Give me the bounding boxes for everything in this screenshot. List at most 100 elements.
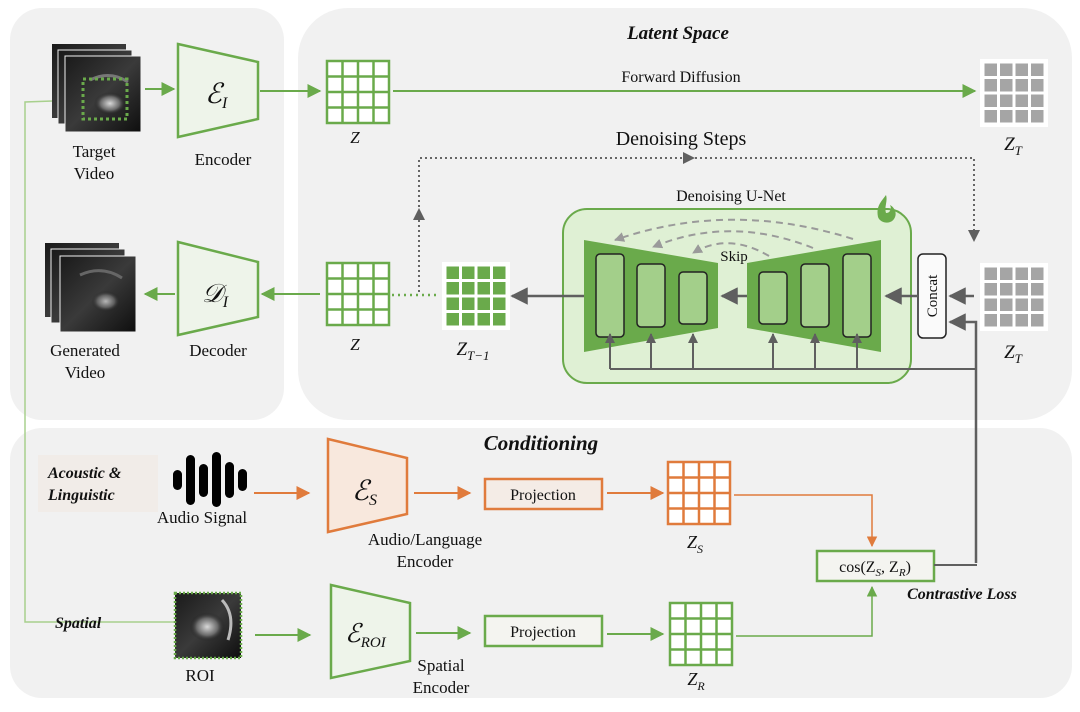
flame-icon [877,195,896,223]
skip-label: Skip [720,249,748,265]
grid-cell [1015,63,1028,76]
grid-cell [1015,94,1028,107]
spatial-latent-zr-label: ZR [687,669,705,693]
grid-cell [984,314,997,327]
target-video-label-2: Video [74,164,115,183]
grid-cell [462,282,475,295]
grid-cell [477,297,490,310]
audio-latent-zs-grid [666,460,732,526]
audio-waveform-icon [173,452,247,507]
spatial-projection-label: Projection [510,624,576,641]
grid-cell [1000,314,1013,327]
acoustic-linguistic-tag [38,455,158,512]
audio-projection-block [483,477,604,511]
spatial-projection-block [483,614,604,648]
latent-z-decoder-grid [325,261,391,327]
audio-encoder-block [326,437,409,534]
denoising-loop-arrowhead-mid [683,152,695,164]
grid-cell [1031,314,1044,327]
spatial-latent-zr-grid [668,601,734,667]
generated-video-thumbnail [45,243,137,333]
unet-block-dec-3 [678,271,708,325]
grid-cell [462,313,475,326]
grid-cell [1015,79,1028,92]
grid-cell [493,313,506,326]
grid-cell [1000,110,1013,123]
spatial-encoder-label-1: Spatial [417,656,464,675]
spatial-encoder-symbol: ℰROI [345,619,387,651]
skip-connection-inner [692,242,770,257]
skip-connection-middle [652,230,814,249]
grid-cell [1000,63,1013,76]
image-encoder-symbol: ℰI [205,79,228,112]
grid-cell [1015,314,1028,327]
denoised-latent-zt1-label: ZT−1 [456,339,489,363]
grid-cell [446,282,459,295]
grid-cell [984,63,997,76]
generated-video-label-2: Video [65,363,106,382]
contrastive-loss-label: Contrastive Loss [907,586,1017,603]
generated-video-label-1: Generated [50,341,120,360]
grid-cell [493,266,506,279]
grid-cell [1000,298,1013,311]
grid-cell [1015,110,1028,123]
audio-projection-label: Projection [510,487,576,504]
grid-cell [1000,94,1013,107]
noisy-latent-zt-label: ZT [1004,134,1023,158]
target-video-label-1: Target [73,142,116,161]
noisy-latent-zt-grid [980,59,1048,127]
grid-cell [477,266,490,279]
grid-cell [1031,283,1044,296]
roi-thumbnail [173,591,243,660]
acoustic-label-1: Acoustic & [47,465,122,482]
grid-cell [493,282,506,295]
noisy-latent-zt-input-label: ZT [1004,342,1023,366]
grid-cell [1031,298,1044,311]
unet-label: Denoising U-Net [676,188,786,205]
arrow-zr-to-cos [736,585,878,637]
noisy-latent-zt-input-grid [980,263,1048,331]
grid-cell [462,297,475,310]
image-encoder-block [176,42,260,139]
spatial-encoder-label-2: Encoder [413,678,470,697]
roi-label: ROI [185,666,215,685]
grid-cell [984,267,997,280]
grid-cell [493,297,506,310]
latent-space-title: Latent Space [626,23,729,44]
grid-cell [1015,283,1028,296]
latent-z-grid [325,59,391,125]
grid-cell [446,266,459,279]
grid-cell [446,297,459,310]
encoder-label: Encoder [195,150,252,169]
audio-latent-zs-label: ZS [687,532,703,556]
grid-cell [1015,267,1028,280]
audio-signal-label: Audio Signal [157,508,247,527]
unet-block-dec-1 [595,253,625,338]
denoising-loop-arrowhead-down [968,230,980,242]
grid-cell [1015,298,1028,311]
grid-cell [1031,110,1044,123]
grid-cell [1031,94,1044,107]
image-decoder-block [176,240,260,337]
grid-cell [984,94,997,107]
decoder-label: Decoder [189,341,247,360]
grid-cell [984,298,997,311]
grid-cell [446,313,459,326]
unet-block-dec-2 [636,263,666,328]
grid-cell [477,313,490,326]
grid-cell [1031,79,1044,92]
image-decoder-symbol: 𝒟I [202,279,229,311]
latent-z-decoder-label: Z [350,335,360,354]
grid-cell [1000,283,1013,296]
concat-label: Concat [925,274,941,317]
grid-cell [1000,79,1013,92]
audio-encoder-label-1: Audio/Language [368,530,482,549]
conditioning-bus-arrows [605,333,862,369]
grid-cell [1031,267,1044,280]
cosine-similarity-label: cos(ZS, ZR) [839,559,911,579]
skip-connection-outer [614,218,854,242]
unet-block-enc-2 [800,263,830,328]
audio-encoder-symbol: ℰS [352,476,377,509]
target-video-thumbnail [52,44,142,133]
